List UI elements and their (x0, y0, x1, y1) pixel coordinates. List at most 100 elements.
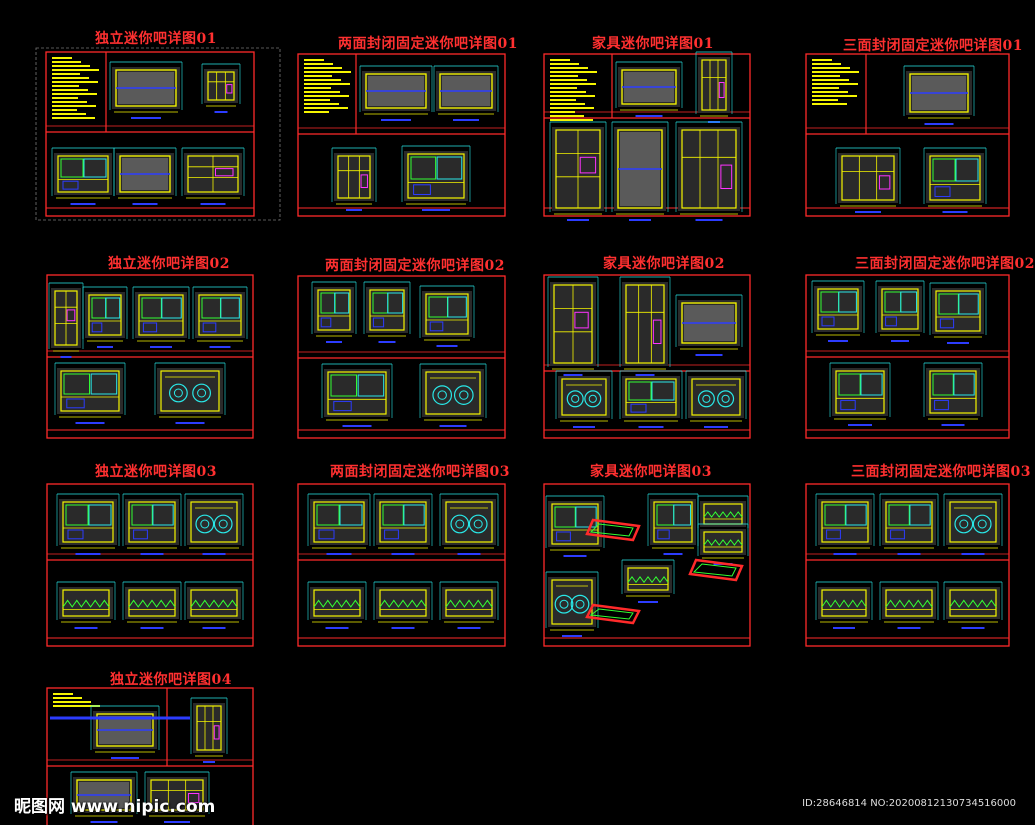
appliance (652, 319, 662, 345)
drawer (934, 399, 949, 411)
drawing-shadow (59, 587, 113, 619)
compartment (651, 381, 675, 401)
compartment (330, 374, 358, 397)
drain (959, 519, 969, 529)
drawer (821, 316, 835, 327)
drawing-shadow (678, 127, 740, 211)
drawing-outline (198, 294, 242, 336)
watermark-site: 昵图网 www.nipic.com (14, 797, 216, 817)
drawing-outline (407, 153, 465, 199)
drawing-shadow (314, 287, 354, 333)
appliance (574, 311, 589, 329)
drawing-shadow (818, 587, 870, 619)
compartment (909, 504, 931, 526)
compartment (88, 504, 112, 526)
sink-bowl (697, 390, 715, 408)
drawing-shadow (310, 587, 364, 619)
drawing-shadow (946, 587, 1000, 619)
profile-section (703, 539, 743, 546)
tray-3d-inner (589, 523, 634, 537)
drawing-shadow (147, 777, 207, 813)
compartment (161, 297, 182, 319)
compartment (60, 158, 84, 178)
profile-section (821, 599, 867, 608)
compartment (900, 291, 918, 313)
drawing-outline (835, 370, 885, 414)
sheet-frame (297, 53, 506, 217)
tray-3d-inner (589, 608, 634, 620)
compartment (838, 373, 861, 396)
compartment (63, 373, 91, 395)
sink-bowl (213, 514, 233, 534)
drawing-outline (949, 501, 997, 543)
drawer (840, 399, 856, 411)
sheet-frame (46, 483, 254, 647)
sheet-title-2: 两面封闭固定迷你吧详图01 (338, 36, 518, 52)
compartment (955, 158, 979, 182)
drawing-shadow (85, 292, 125, 338)
sink-bowl (584, 390, 602, 408)
drain (200, 519, 210, 529)
drawer (372, 317, 385, 328)
drawer (429, 321, 444, 332)
drawing-shadow (366, 287, 408, 333)
compartment (357, 374, 385, 397)
drawer (826, 529, 841, 540)
compartment (436, 156, 463, 180)
sink-bowl (168, 383, 188, 403)
drawing-outline (379, 589, 427, 617)
drawing-shadow (376, 587, 430, 619)
drawing-outline (885, 501, 933, 543)
compartment (888, 504, 910, 526)
sink-bowl (566, 390, 584, 408)
appliance (187, 793, 200, 803)
sheet-title-7: 家具迷你吧详图02 (603, 256, 725, 272)
sheet-title-1: 独立迷你吧详图01 (95, 31, 217, 47)
sheet-title-11: 家具迷你吧详图03 (590, 464, 712, 480)
drawing-shadow (187, 499, 241, 545)
drawing-shadow (193, 703, 225, 753)
sink-bowl (972, 514, 992, 534)
appliance (720, 164, 733, 190)
compartment (958, 293, 979, 315)
compartment (824, 504, 846, 526)
profile-section (62, 599, 110, 608)
tray-3d-view (585, 603, 641, 625)
sink-bowl (468, 514, 488, 534)
drawing-outline (150, 779, 204, 811)
profile-section (190, 599, 238, 608)
drawing-outline (196, 705, 222, 751)
watermark-id: ID:28646814 NO:20200812130734516000 (802, 798, 1016, 809)
compartment (838, 291, 857, 313)
drawing-shadow (624, 565, 672, 593)
sheet-title-13: 独立迷你吧详图04 (110, 672, 232, 688)
sink-bowl (453, 385, 474, 405)
appliance (215, 168, 234, 177)
drawing-shadow (698, 57, 730, 113)
sheet-title-4: 三面封闭固定迷你吧详图01 (843, 38, 1023, 54)
drawing-outline (929, 155, 981, 201)
drain (575, 599, 585, 609)
drain (173, 388, 183, 398)
compartment (932, 158, 956, 182)
drain (588, 394, 597, 403)
sheet-frame (46, 687, 254, 825)
drawing-outline (821, 589, 867, 617)
drawer (413, 184, 431, 195)
compartment (628, 381, 652, 401)
sheet-title-6: 两面封闭固定迷你吧详图02 (325, 258, 505, 274)
drain (977, 519, 987, 529)
compartment (410, 156, 437, 180)
drawing-outline (885, 589, 933, 617)
drawing-outline (681, 129, 737, 209)
sink-bowl (954, 514, 974, 534)
appliance (360, 174, 368, 188)
drawer (66, 398, 85, 409)
drawing-outline (160, 370, 220, 412)
drawer (202, 322, 217, 333)
sink-bowl (432, 385, 453, 405)
compartment (152, 504, 174, 526)
drain (197, 388, 207, 398)
profile-section (949, 599, 997, 608)
compartment (105, 297, 121, 319)
